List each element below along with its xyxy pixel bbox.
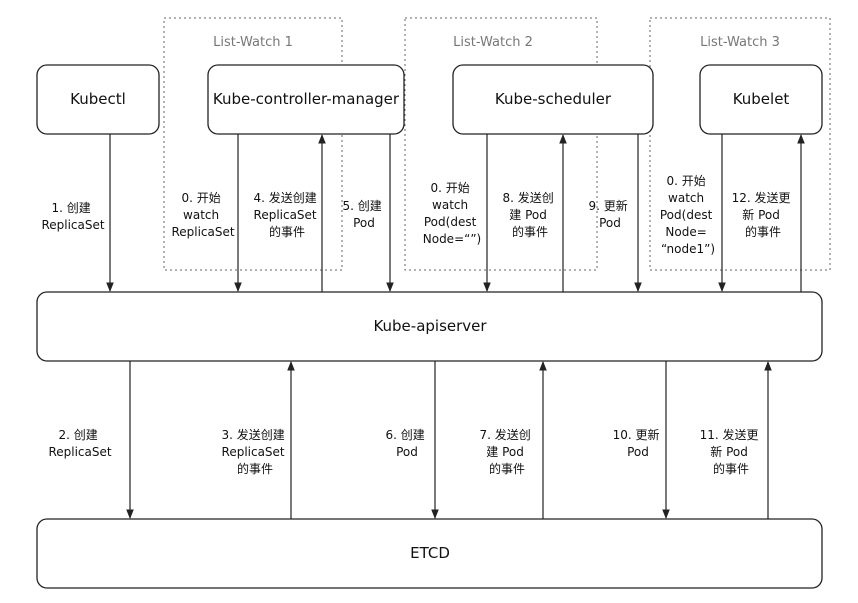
label-e11: 11. 发送更 新 Pod 的事件 bbox=[700, 427, 763, 476]
label-e10: 10. 更新 Pod bbox=[613, 427, 664, 459]
controller-manager-label: Kube-controller-manager bbox=[213, 90, 400, 108]
list-watch-3-label: List-Watch 3 bbox=[700, 35, 780, 50]
controller-manager-box[interactable] bbox=[207, 64, 405, 135]
kubelet-label: Kubelet bbox=[733, 90, 790, 108]
label-e7: 7. 发送创 建 Pod 的事件 bbox=[479, 427, 534, 476]
list-watch-2-group bbox=[404, 17, 598, 271]
list-watch-3-group bbox=[649, 17, 831, 271]
scheduler-box[interactable] bbox=[452, 64, 654, 135]
etcd-box[interactable] bbox=[36, 518, 823, 589]
kubectl-box[interactable] bbox=[36, 64, 160, 135]
label-e3: 3. 发送创建 ReplicaSet 的事件 bbox=[221, 427, 288, 476]
etcd-label: ETCD bbox=[410, 544, 450, 562]
kubectl-label: Kubectl bbox=[70, 90, 126, 108]
label-e9: 9. 更新 Pod bbox=[588, 198, 631, 230]
label-e4: 4. 发送创建 ReplicaSet 的事件 bbox=[253, 190, 320, 239]
list-watch-2-label: List-Watch 2 bbox=[453, 35, 533, 50]
label-e6: 6. 创建 Pod bbox=[385, 428, 428, 459]
label-e0c: 0. 开始 watch Pod(dest Node= “node1”) bbox=[660, 174, 716, 256]
label-e1: 1. 创建 ReplicaSet bbox=[41, 201, 104, 232]
label-e5: 5. 创建 Pod bbox=[342, 199, 385, 230]
label-e12: 12. 发送更 新 Pod 的事件 bbox=[732, 190, 795, 239]
label-e2: 2. 创建 ReplicaSet bbox=[48, 428, 111, 459]
kubelet-box[interactable] bbox=[699, 64, 823, 135]
label-e8: 8. 发送创 建 Pod 的事件 bbox=[502, 190, 557, 239]
label-e0b: 0. 开始 watch Pod(dest Node=“”) bbox=[423, 181, 482, 246]
label-e0a: 0. 开始 watch ReplicaSet bbox=[171, 191, 234, 239]
apiserver-label: Kube-apiserver bbox=[373, 317, 487, 335]
apiserver-box[interactable] bbox=[36, 291, 823, 362]
scheduler-label: Kube-scheduler bbox=[495, 90, 612, 108]
list-watch-1-label: List-Watch 1 bbox=[213, 35, 293, 50]
